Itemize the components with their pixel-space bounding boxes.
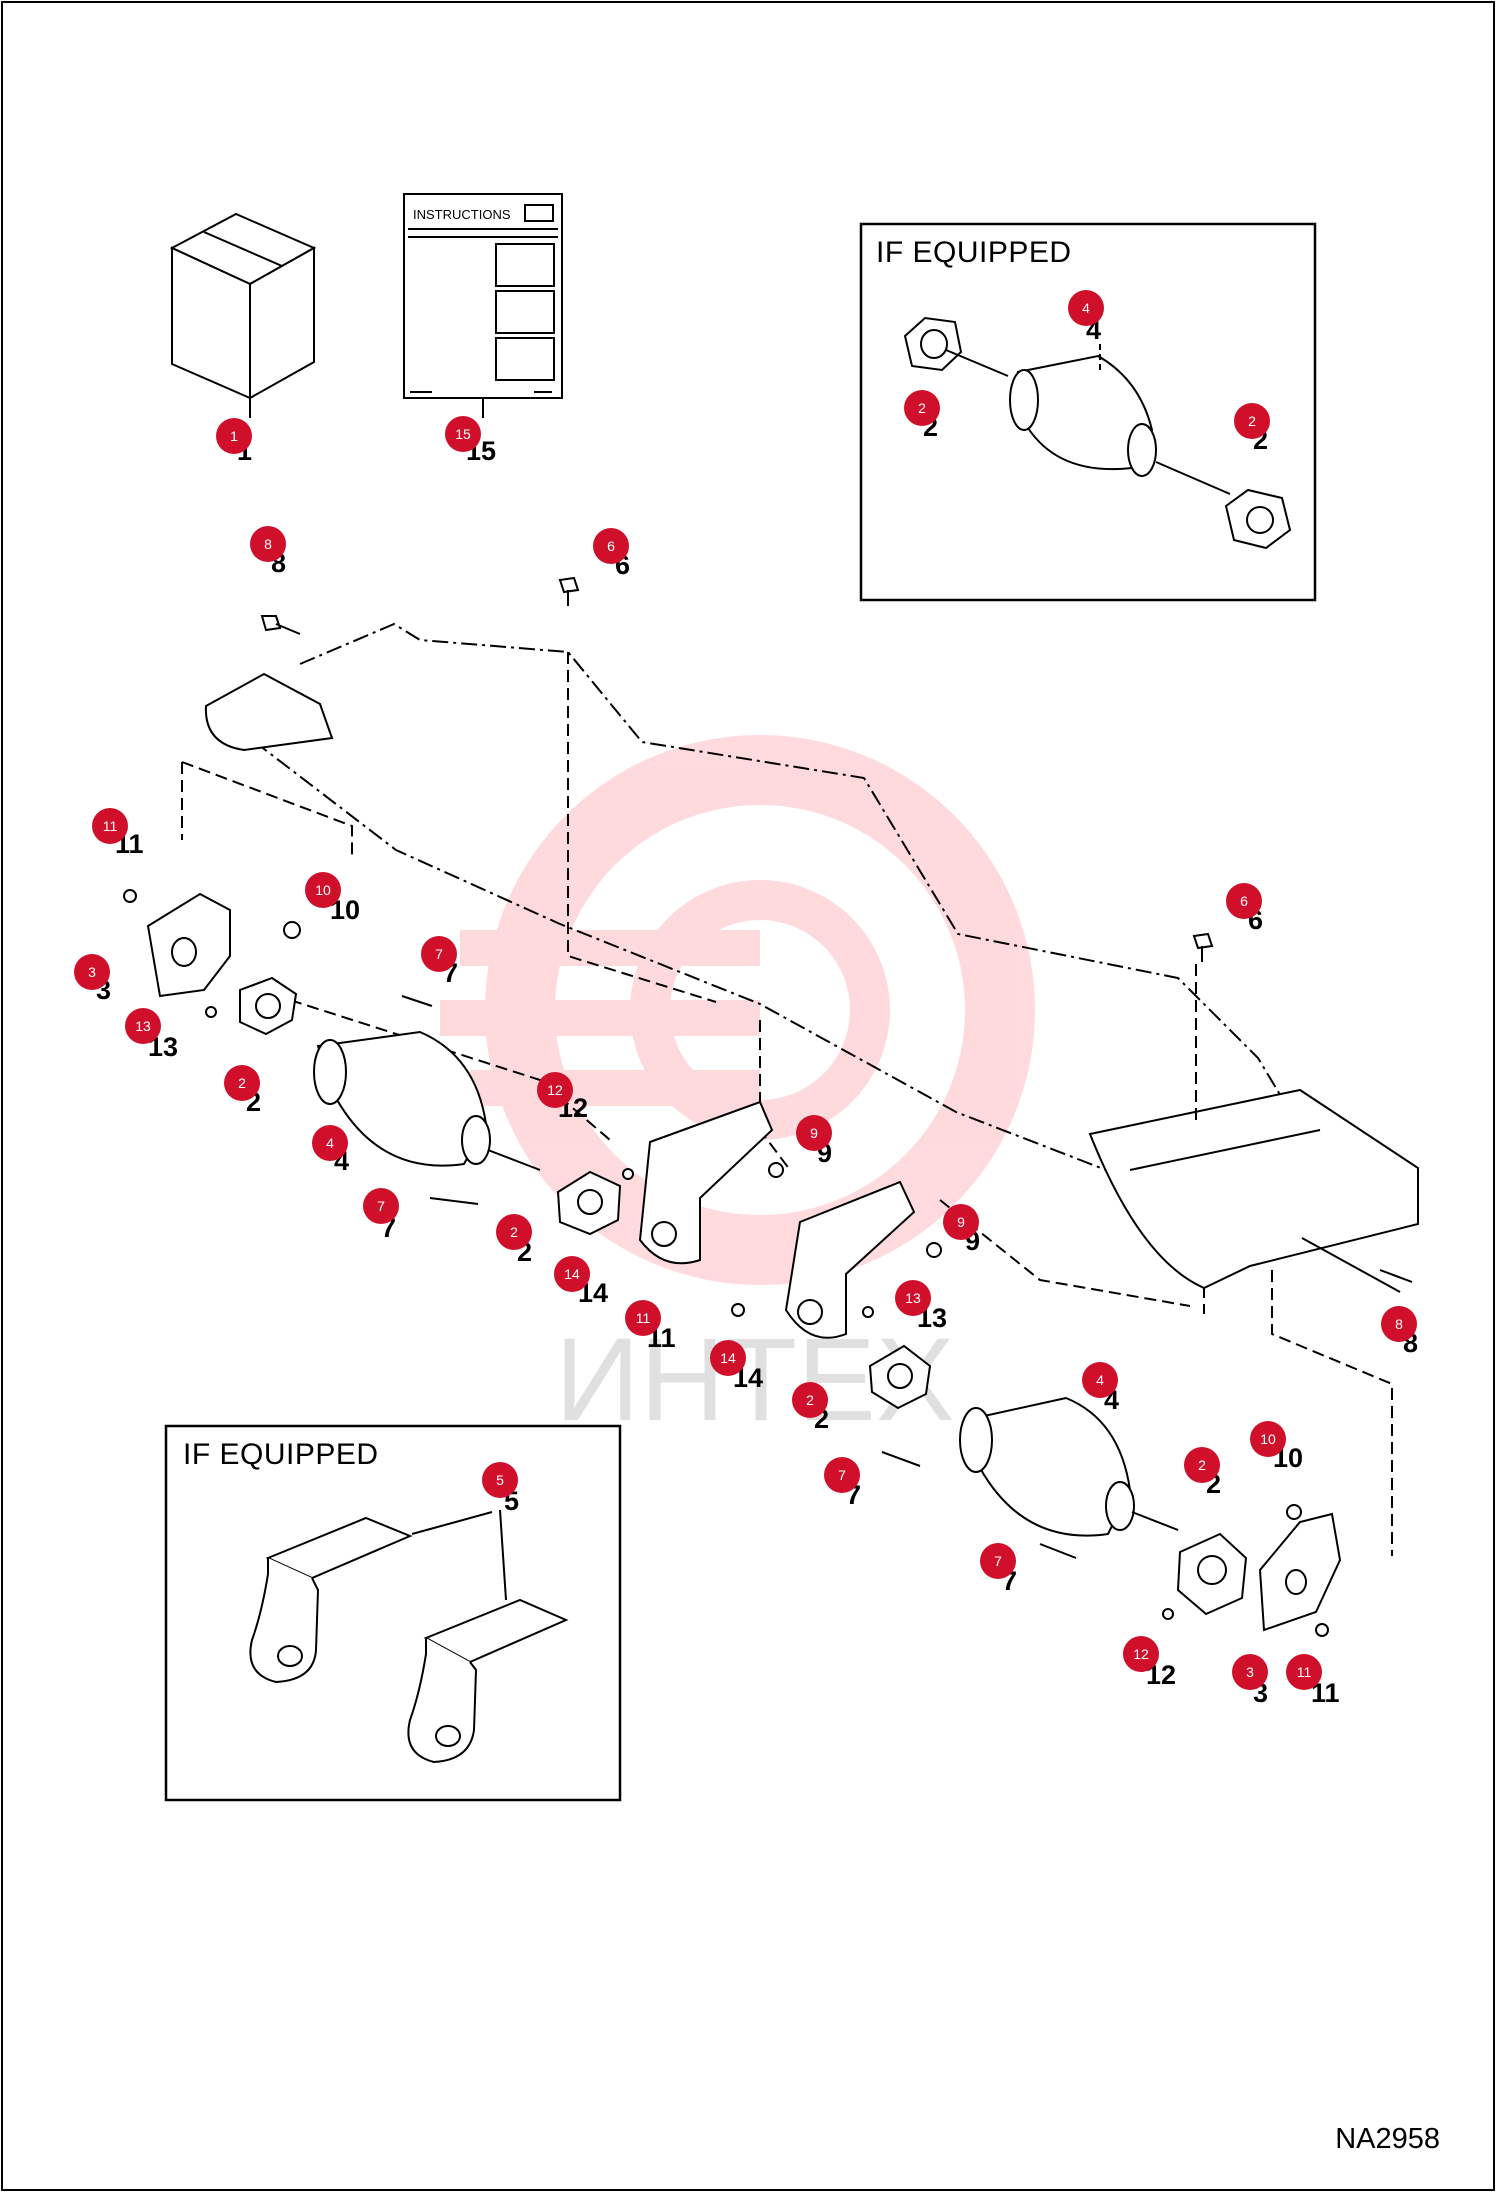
if-equipped-title-bottom: IF EQUIPPED: [183, 1438, 379, 1471]
right-assembly: [731, 1180, 1413, 1637]
instructions-sheet: [403, 193, 563, 418]
alt-brackets: [249, 1509, 569, 1764]
callout-2: 2: [792, 1382, 828, 1418]
if-equipped-box-bottom: [164, 1424, 622, 1802]
callout-14: 14: [710, 1340, 746, 1376]
watermark-gear: [485, 735, 1035, 1285]
watermark-stripe-3: [470, 1070, 760, 1106]
callout-12: 12: [537, 1072, 573, 1108]
kit-box: [169, 212, 317, 418]
callout-7: 7: [421, 936, 457, 972]
callout-10: 10: [305, 872, 341, 908]
callout-11: 11: [92, 808, 128, 844]
callout-4: 4: [312, 1125, 348, 1161]
callout-13: 13: [125, 1008, 161, 1044]
callout-1: 1: [216, 418, 252, 454]
watermark: [440, 735, 1035, 1285]
callout-6: 6: [593, 528, 629, 564]
callout-7: 7: [980, 1543, 1016, 1579]
callout-8: 8: [250, 526, 286, 562]
callout-2: 2: [1184, 1447, 1220, 1483]
watermark-stripe-2: [440, 1000, 760, 1036]
callout-9: 9: [796, 1115, 832, 1151]
callout-2: 2: [224, 1065, 260, 1101]
callout-12: 12: [1123, 1636, 1159, 1672]
callout-2: 2: [496, 1214, 532, 1250]
callout-14: 14: [554, 1256, 590, 1292]
callout-13: 13: [895, 1280, 931, 1316]
watermark-stripe-1: [460, 930, 760, 966]
callout-11: 11: [625, 1300, 661, 1336]
callout-4: 4: [1068, 290, 1104, 326]
if-equipped-box-top: [859, 222, 1317, 602]
instructions-label: INSTRUCTIONS: [413, 207, 511, 222]
callout-7: 7: [824, 1457, 860, 1493]
left-assembly: [123, 889, 784, 1265]
callout-5: 5: [482, 1462, 518, 1498]
callout-7: 7: [363, 1188, 399, 1224]
callout-2: 2: [904, 390, 940, 426]
callout-2: 2: [1234, 403, 1270, 439]
chassis-outline: [207, 622, 1295, 1181]
callout-11: 11: [1286, 1654, 1322, 1690]
callout-3: 3: [74, 954, 110, 990]
callout-6: 6: [1226, 883, 1262, 919]
frame-rail: [204, 672, 1419, 1320]
alt-axle-assembly: [903, 316, 1292, 550]
callout-10: 10: [1250, 1421, 1286, 1457]
callout-4: 4: [1082, 1362, 1118, 1398]
drawing-number: NA2958: [1335, 2123, 1440, 2155]
callout-3: 3: [1232, 1654, 1268, 1690]
callout-15: 15: [445, 416, 481, 452]
if-equipped-title-top: IF EQUIPPED: [876, 236, 1072, 269]
callout-9: 9: [943, 1204, 979, 1240]
frame-bolts: [260, 576, 1214, 962]
callout-8: 8: [1381, 1306, 1417, 1342]
